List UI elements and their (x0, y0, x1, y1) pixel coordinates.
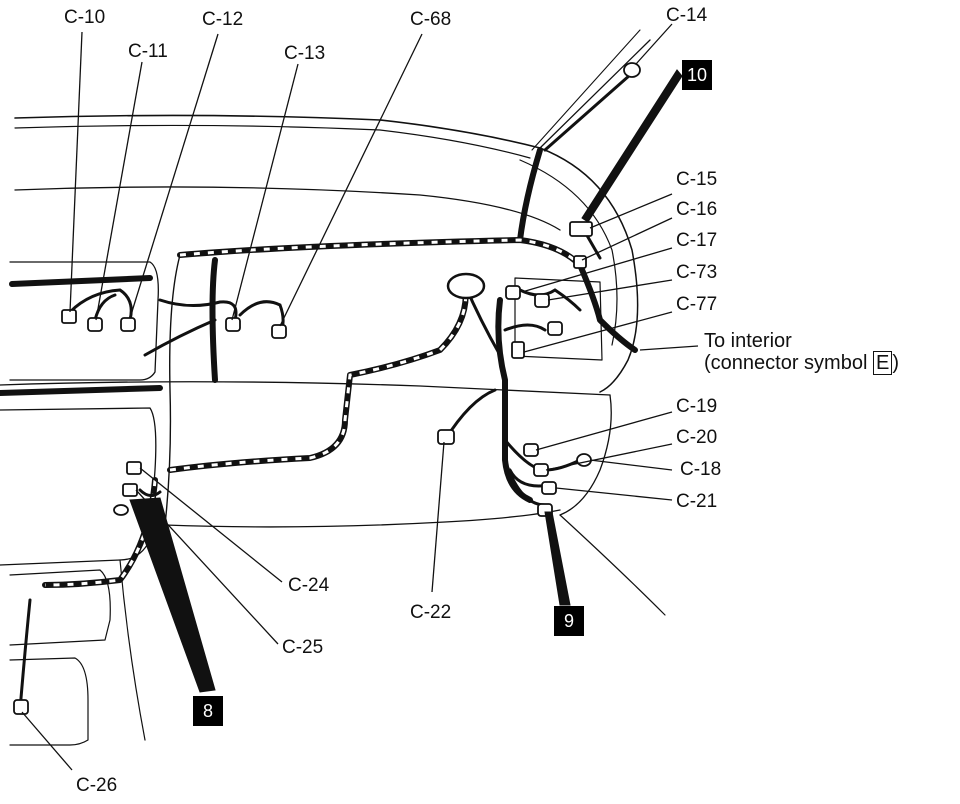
dashboard-lower-panel (164, 509, 561, 528)
kick-panel-line (119, 559, 146, 741)
connector-c22 (437, 429, 455, 445)
connector-c19 (523, 443, 539, 457)
to-interior-line1: To interior (704, 330, 792, 352)
label-c11: C-11 (128, 41, 168, 62)
connector-relay (511, 341, 525, 359)
connector-c26 (13, 699, 29, 715)
connector-c24 (126, 461, 142, 475)
connector-c14 (623, 62, 641, 78)
label-c10: C-10 (64, 7, 106, 28)
dashboard-lower-edge (0, 381, 611, 396)
pillar-line-1 (539, 39, 651, 149)
connector-c21 (541, 481, 557, 495)
connector-c18 (576, 453, 592, 467)
label-c13: C-13 (284, 43, 326, 64)
connector-ground-left (113, 504, 129, 516)
label-c16: C-16 (676, 199, 718, 220)
dashboard-top-edge-inner (14, 124, 531, 159)
connector-c77 (547, 321, 563, 336)
to-interior-prefix: (connector symbol (704, 352, 873, 374)
connector-c17 (505, 285, 521, 300)
badge-10: 10 (682, 60, 712, 90)
label-c21: C-21 (676, 491, 718, 512)
relay-box (514, 277, 603, 361)
connector-c15 (569, 221, 593, 237)
badge-8: 8 (193, 696, 223, 726)
label-c26: C-26 (76, 775, 118, 796)
dashboard-right-inner (519, 159, 618, 346)
lower-left-panel (9, 657, 89, 746)
label-c15: C-15 (676, 169, 718, 190)
glovebox-panel (9, 569, 111, 646)
label-c73: C-73 (676, 262, 718, 283)
connector-c73 (534, 293, 550, 308)
label-c17: C-17 (676, 230, 718, 251)
dashboard-right-body (539, 147, 639, 393)
connector-c68 (271, 324, 287, 339)
left-cluster-box (9, 261, 159, 381)
connector-c12 (120, 317, 136, 332)
connector-c20 (533, 463, 549, 477)
label-c25: C-25 (282, 637, 324, 658)
label-c19: C-19 (676, 396, 718, 417)
label-c77: C-77 (676, 294, 718, 315)
connector-c11 (87, 317, 103, 332)
dashboard-top-edge (14, 114, 541, 149)
label-c14: C-14 (666, 5, 708, 26)
label-c24: C-24 (288, 575, 330, 596)
harness-tape-marks (44, 238, 582, 587)
label-c20: C-20 (676, 427, 718, 448)
badge-pointers (129, 69, 683, 693)
label-c22: C-22 (410, 602, 452, 623)
grommet (446, 272, 486, 300)
label-c68: C-68 (410, 9, 452, 30)
label-c18: C-18 (680, 459, 722, 480)
connector-c13 (225, 317, 241, 332)
pillar-line-2 (531, 29, 641, 151)
connector-symbol-e: E (872, 351, 893, 375)
to-interior-note: To interior (connector symbol E) (704, 330, 899, 375)
dashboard-front-left (164, 254, 181, 526)
main-harness (0, 147, 638, 588)
leader-lines (21, 23, 699, 771)
badge-9: 9 (554, 606, 584, 636)
label-c12: C-12 (202, 9, 244, 30)
connector-c10 (61, 309, 77, 324)
dashboard-right-lower (559, 394, 612, 516)
dashboard-upper-curve (14, 186, 561, 231)
center-console-right (559, 514, 666, 616)
connector-c25 (122, 483, 138, 497)
to-interior-line2: (connector symbol E) (704, 351, 899, 375)
to-interior-suffix: ) (892, 352, 899, 374)
connector-c16 (573, 255, 587, 269)
